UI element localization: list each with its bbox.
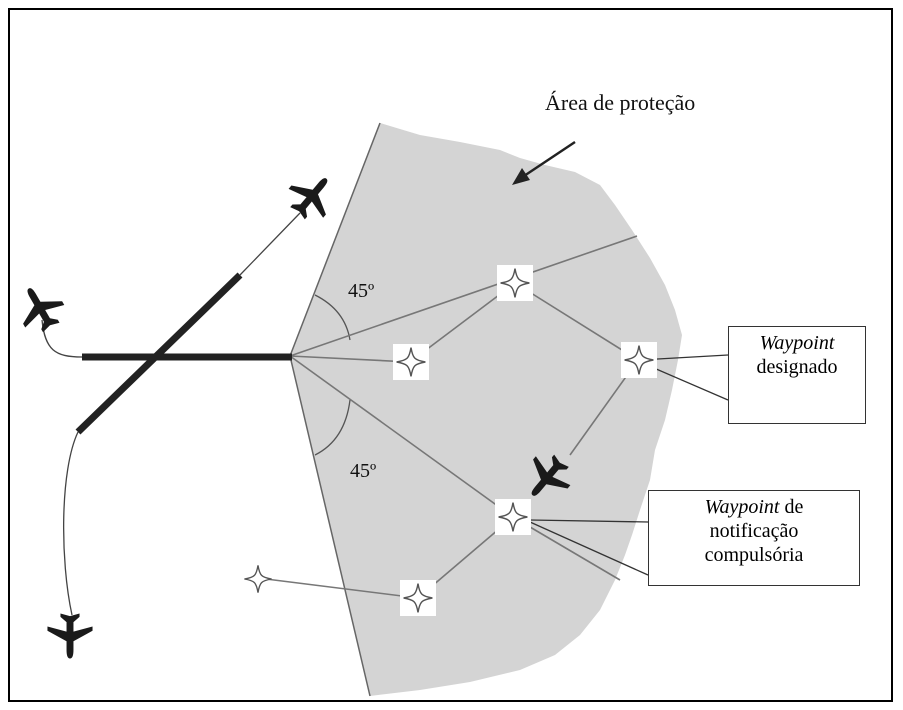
callout-compulsory-text-3: compulsória bbox=[704, 544, 804, 566]
callout-designated-waypoint: Waypoint designado bbox=[728, 326, 866, 424]
area-label: Área de proteção bbox=[545, 90, 696, 115]
angle-label-top: 45º bbox=[348, 280, 375, 302]
callout-compulsory-text-2: notificação bbox=[709, 520, 799, 542]
waypoint-star-icon bbox=[495, 499, 531, 535]
flight-paths bbox=[41, 212, 301, 616]
protection-area bbox=[290, 123, 682, 696]
callout-compulsory-waypoint: Waypoint de notificação compulsória bbox=[648, 490, 860, 586]
angle-label-bottom: 45º bbox=[350, 460, 377, 482]
waypoint-star-icon bbox=[393, 344, 429, 380]
waypoint-star-icon bbox=[497, 265, 533, 301]
runway-cross bbox=[75, 272, 243, 435]
angle-arc-bottom bbox=[314, 399, 351, 456]
aircraft-icon bbox=[280, 164, 344, 228]
callout-designated-text: designado bbox=[756, 356, 838, 378]
area-pointer-arrow bbox=[512, 140, 576, 185]
waypoint-star-icon bbox=[400, 580, 436, 616]
sector-boundary-lower bbox=[289, 355, 371, 697]
callout-compulsory-text-1: de bbox=[779, 496, 804, 518]
sector-boundary-upper bbox=[289, 122, 381, 357]
aircraft-icon bbox=[9, 277, 71, 339]
waypoint-star-icon bbox=[621, 342, 657, 378]
callout-designated-italic: Waypoint bbox=[759, 332, 835, 354]
aircraft-icon bbox=[47, 613, 93, 659]
route-lines bbox=[257, 235, 639, 599]
waypoint-star-icon bbox=[243, 564, 273, 594]
callout-compulsory-italic: Waypoint bbox=[704, 496, 780, 518]
